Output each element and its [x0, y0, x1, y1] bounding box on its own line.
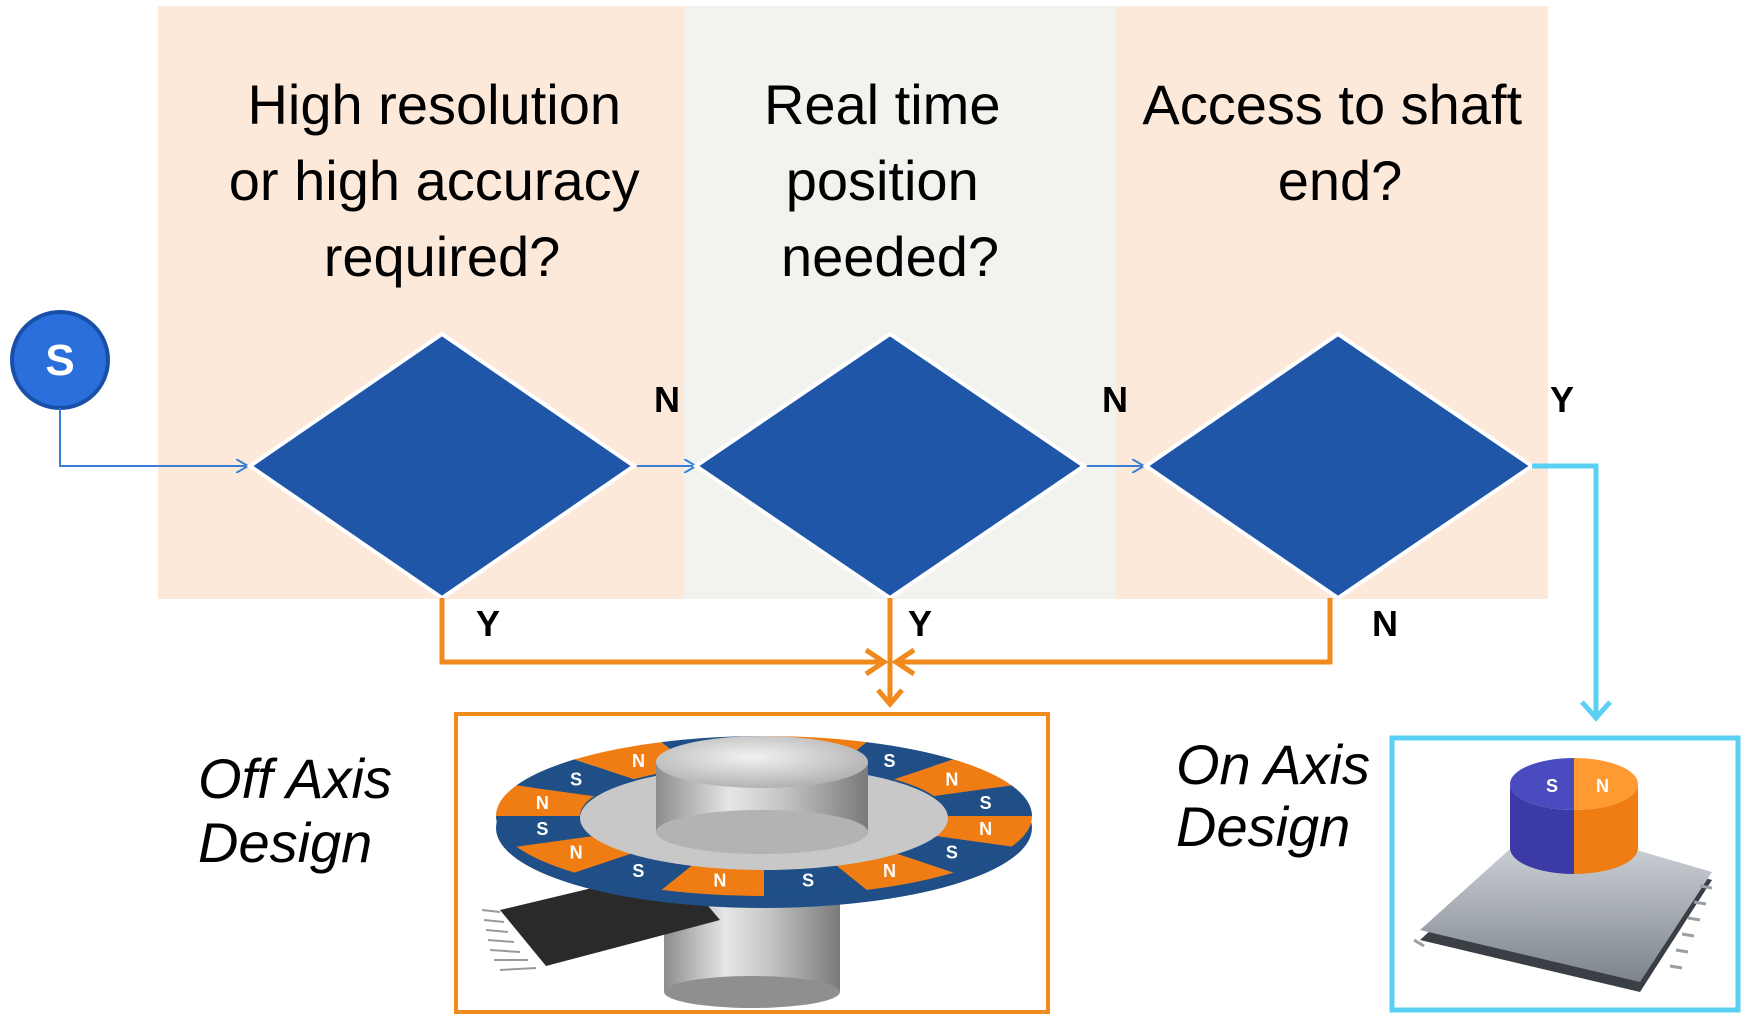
on-axis-connector	[1532, 463, 1612, 722]
branch-label-d1-down: Y	[476, 603, 500, 644]
magnet-segment-south	[496, 816, 595, 847]
decision-diamond-shaft	[1142, 331, 1536, 601]
off-axis-design-image: NSNSNSNSNSNSNSNS	[454, 712, 1050, 1014]
magnet-north-label: N	[632, 751, 645, 771]
magnet-north-label: N	[883, 861, 896, 881]
magnet-south-label: S	[980, 793, 992, 813]
magnet-segment-south	[933, 785, 1032, 816]
magnet-segment-south	[516, 759, 634, 797]
on-axis-label: On Axis Design	[1176, 733, 1386, 858]
question-shaft-access: Access to shaft end?	[1142, 73, 1537, 212]
off-axis-connectors	[439, 598, 1333, 708]
magnet-south-label: S	[536, 819, 548, 839]
magnet-segment-north	[661, 864, 764, 896]
magnet-segment-north	[516, 835, 634, 873]
magnet-segment-north	[496, 785, 595, 816]
question-realtime: Real time position needed?	[764, 73, 1016, 288]
on-axis-design-image: S N	[1389, 735, 1741, 1013]
magnet-south-label: S	[802, 871, 814, 891]
connector-start-to-decision1	[59, 408, 248, 466]
magnet-north-label: N	[570, 843, 583, 863]
branch-label-d2-down: Y	[908, 603, 932, 644]
magnet-south-label: S	[946, 843, 958, 863]
flow-connectors	[59, 408, 1144, 466]
off-axis-label: Off Axis Design	[198, 747, 408, 874]
magnet-north-label: N	[945, 769, 958, 789]
branch-label-d3-right: Y	[1550, 379, 1574, 420]
branch-label-d1-right: N	[654, 379, 680, 420]
on-axis-north-label: N	[1596, 776, 1609, 796]
magnet-segment-north	[933, 816, 1032, 847]
magnet-south-label: S	[632, 861, 644, 881]
magnet-segment-south	[574, 852, 694, 890]
magnet-south-label: S	[570, 769, 582, 789]
magnet-north-label: N	[713, 871, 726, 891]
magnet-north-label: N	[536, 793, 549, 813]
on-axis-south-label: S	[1546, 776, 1558, 796]
magnet-south-label: S	[884, 751, 896, 771]
start-node: S	[10, 310, 110, 410]
question-resolution: High resolution or high accuracy require…	[229, 73, 655, 288]
magnet-segment-south	[764, 864, 867, 896]
start-label: S	[45, 336, 74, 385]
magnet-segment-north	[834, 852, 954, 890]
magnet-segment-north	[894, 759, 1012, 797]
branch-label-d3-down: N	[1372, 603, 1398, 644]
magnet-segment-south	[894, 835, 1012, 873]
magnet-north-label: N	[979, 819, 992, 839]
branch-label-d2-right: N	[1102, 379, 1128, 420]
